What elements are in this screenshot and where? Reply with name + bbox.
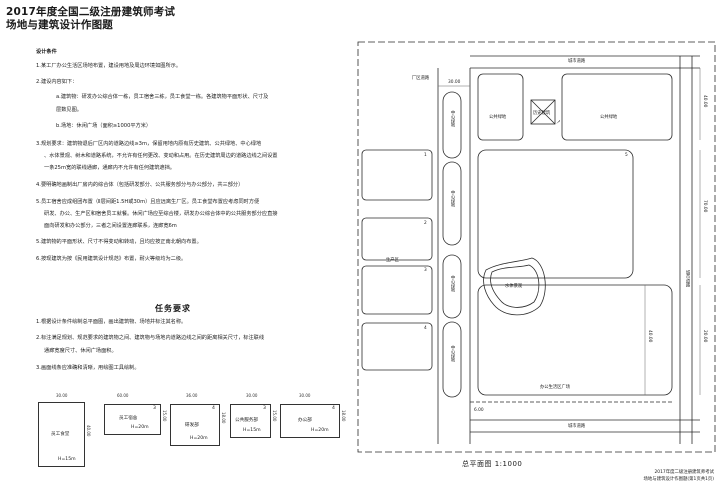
thumb-dim-top: 30.00 xyxy=(246,393,258,398)
green-strip xyxy=(442,321,462,398)
upper-plot-right xyxy=(561,73,673,141)
stamp-line-1: 2017年度二级注册建筑师考试 xyxy=(654,470,714,476)
green-strip xyxy=(442,161,462,246)
stamp-line-2: 场地与建筑设计作图题(第1页共1页) xyxy=(643,476,714,482)
thumb-count: 4 xyxy=(212,406,215,411)
label-green-public: 公共绿地 xyxy=(600,115,618,120)
label-green-center: 中心绿地 xyxy=(450,190,455,208)
tasks-heading: 任务要求 xyxy=(155,304,191,313)
label-green-center: 中心绿地 xyxy=(450,110,455,128)
thumb-canteen: 员工食堂 H=15m xyxy=(38,402,85,467)
condition-line: 5.员工宿舍应成组团布置（Ⅱ层间距1.5H或30m）且应远离生厂区。员工食堂布置… xyxy=(36,199,260,205)
lower-plot xyxy=(477,284,673,396)
thumb-dorm: 3 员工宿舍 H=20m xyxy=(104,404,161,435)
condition-line: 4.要明确地画制出厂房内的综合体（包括研发部分、公共服务部分与办公部分，共三部分… xyxy=(36,182,244,188)
label-plaza: 办公生活区广场 xyxy=(540,385,571,390)
drawing-scale: 总平面图 1:1000 xyxy=(462,460,523,468)
thumb-height: H=20m xyxy=(131,425,149,430)
green-strip xyxy=(442,254,462,319)
condition-line: b.场地：休闲广场（面积≥1000平方米） xyxy=(56,123,152,129)
thumb-dim-top: 30.00 xyxy=(299,393,311,398)
label-green-center: 中心绿地 xyxy=(450,345,455,363)
green-strip xyxy=(442,91,462,159)
thumb-count: 3 xyxy=(153,406,156,411)
label-water: 水体景观 xyxy=(505,284,523,289)
water-feature xyxy=(483,257,546,316)
label-green-center: 中心绿地 xyxy=(450,275,455,293)
condition-line: 面向研发和办公部分，三者之间设置连廊联系，连廊宽6m xyxy=(44,223,177,229)
dim-label: 40.00 xyxy=(647,330,652,343)
condition-line: 、水体景观、树木和道路系统，不允许有任何更改、变动和占用。在历史建筑周边的道路边… xyxy=(44,153,278,159)
bldg-number: 3 xyxy=(424,268,427,273)
thumb-public: 3 公共服务部 H=15m xyxy=(230,404,271,438)
condition-line: 1.某工厂办公生活区场地布置，建设用地及周边环境如图所示。 xyxy=(36,63,182,69)
thumb-rnd: 4 研发部 H=20m xyxy=(170,404,220,446)
title-line-2: 场地与建筑设计作图题 xyxy=(6,19,113,31)
task-line: 3.画面线条应准确和清晰，用绘图工具绘制。 xyxy=(36,365,140,371)
task-line: 1.根据设计条件绘制总平面图，画出建筑物、场地并标注其名称。 xyxy=(36,319,187,325)
thumb-dim-side: 18.00 xyxy=(221,412,226,424)
thumb-label: 公共服务部 xyxy=(235,418,258,423)
conditions-heading: 设计条件 xyxy=(36,49,57,55)
production-building xyxy=(361,265,433,315)
label-road-east: 城市道路 xyxy=(685,270,690,288)
label-road-north: 城市道路 xyxy=(568,59,586,64)
label-factory-road: 厂区道路 xyxy=(412,76,430,81)
thumb-height: H=15m xyxy=(58,457,76,462)
condition-line: 3.规划要求：建筑物退后厂区内的道路边线≥3m，保留用地内原有历史建筑、公共绿地… xyxy=(36,141,262,147)
thumb-label: 员工食堂 xyxy=(51,432,70,437)
bldg-number: 2 xyxy=(424,221,427,226)
thumb-dim-side: 18.00 xyxy=(341,410,346,422)
thumb-dim-top: 36.00 xyxy=(186,393,198,398)
main-plot xyxy=(477,149,634,279)
site-boundary xyxy=(357,41,716,453)
condition-line: 研发、办公、生产区和宿舍员工就餐。休闲广场应至综合楼，研发办公综合体中的公共服务… xyxy=(44,211,278,217)
thumb-height: H=15m xyxy=(243,428,261,433)
title-line-1: 2017年度全国二级注册建筑师考试 xyxy=(6,6,176,18)
thumb-count: 4 xyxy=(332,406,335,411)
dim-label: 40.00 xyxy=(702,95,707,108)
task-line: 2.标注满足规划、规范要求的建筑物之间、建筑物与场地内道路边线之间的距离相关尺寸… xyxy=(36,335,265,341)
thumb-label: 办公部 xyxy=(298,418,312,423)
label-green-public: 公共绿地 xyxy=(489,115,507,120)
task-line: 通廊宽度尺寸、休闲广场面积。 xyxy=(44,348,117,354)
dim-label: 20.00 xyxy=(702,330,707,343)
production-building xyxy=(361,322,433,371)
title-stamp: 2017年度二级注册建筑师考试 场地与建筑设计作图题(第1页共1页) xyxy=(644,470,714,483)
bldg-number: 4 xyxy=(424,326,427,331)
condition-line: 2.建设内容如下： xyxy=(36,79,78,85)
label-production: 生产区 xyxy=(386,258,399,263)
thumb-label: 研发部 xyxy=(185,423,199,428)
upper-plot-left xyxy=(477,73,524,141)
bldg-number: 1 xyxy=(424,153,427,158)
thumb-dim-top: 30.00 xyxy=(56,393,68,398)
production-building xyxy=(361,149,433,201)
label-road-south: 城市道路 xyxy=(568,424,586,429)
thumb-dim-side: 40.00 xyxy=(86,425,91,437)
dim-label: 30.00 xyxy=(448,80,461,85)
dim-label: 6.00 xyxy=(474,408,484,413)
thumb-label: 员工宿舍 xyxy=(119,416,138,421)
history-building xyxy=(530,99,556,125)
dim-label: 70.00 xyxy=(702,200,707,213)
water-feature-inner xyxy=(490,264,540,308)
condition-line: a.建筑物：研发办公综合体一栋，员工宿舍三栋，员工食堂一栋。各建筑物平面形状、尺… xyxy=(56,94,269,100)
production-building xyxy=(361,217,433,261)
condition-line: 层数见图。 xyxy=(56,107,82,113)
thumb-height: H=20m xyxy=(190,436,208,441)
bldg-number: 5 xyxy=(625,153,628,158)
condition-line: 6.按现建筑为按《民用建筑设计规范》布置，耐火等级均为二级。 xyxy=(36,256,187,262)
thumb-count: 3 xyxy=(263,406,266,411)
thumb-office: 4 办公部 H=20m xyxy=(280,404,340,438)
thumb-dim-side: 15.00 xyxy=(162,410,167,422)
thumb-height: H=20m xyxy=(311,428,329,433)
label-history: 历史建筑 xyxy=(533,111,551,116)
thumb-dim-top: 60.00 xyxy=(117,393,129,398)
condition-line: 5.建筑物的平面形状、尺寸不得变动和转动，且均应按正南北朝向布置。 xyxy=(36,239,202,245)
thumb-dim-side: 15.00 xyxy=(272,410,277,422)
condition-line: 一条25m宽的联线通廊，通廊内不允许有任何建筑遮挡。 xyxy=(44,165,175,171)
